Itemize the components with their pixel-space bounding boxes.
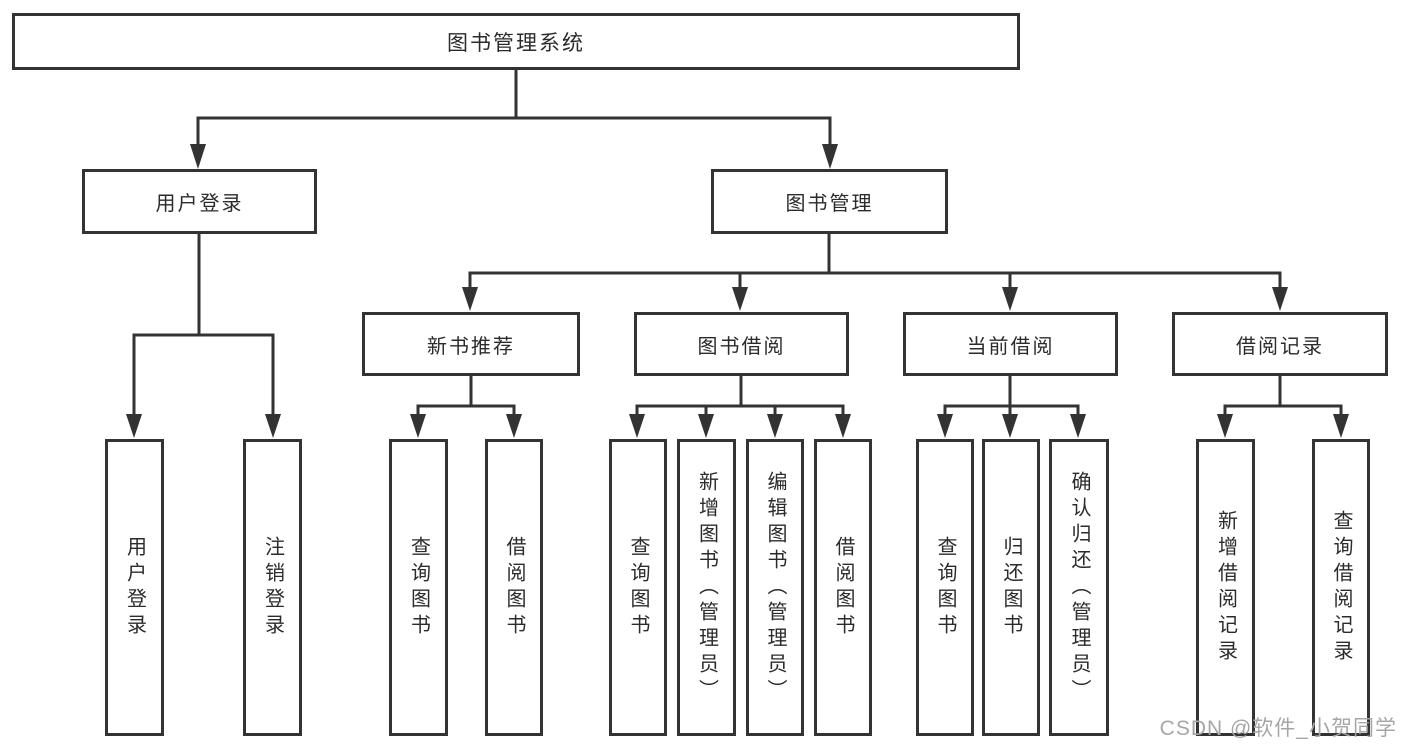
connector-borrowing-records-to-leaves	[1217, 376, 1349, 438]
leaf-query-books-recommend-label: 查询图书	[407, 535, 430, 640]
leaf-confirm-return-admin: 确认归还（管理员）	[1049, 439, 1109, 736]
leaf-add-books-admin-label: 新增图书（管理员）	[695, 470, 718, 705]
leaf-user-login: 用户登录	[105, 439, 164, 736]
node-root: 图书管理系统	[12, 13, 1020, 70]
node-root-label: 图书管理系统	[447, 31, 585, 55]
node-book-management-label: 图书管理	[785, 193, 874, 215]
node-book-management: 图书管理	[711, 169, 948, 234]
node-borrowing-records-label: 借阅记录	[1236, 335, 1324, 358]
leaf-borrow-books-recommend-label: 借阅图书	[503, 535, 525, 640]
node-new-book-recommend-label: 新书推荐	[427, 335, 515, 358]
leaf-query-books-borrow: 查询图书	[609, 439, 667, 736]
node-current-borrowing-label: 当前借阅	[966, 335, 1055, 358]
node-user-login-label: 用户登录	[155, 193, 244, 215]
leaf-add-books-admin: 新增图书（管理员）	[677, 439, 736, 736]
node-book-borrowing-label: 图书借阅	[697, 335, 786, 358]
leaf-logout: 注销登录	[243, 439, 302, 736]
connector-new-book-recommend-to-leaves	[410, 376, 522, 438]
leaf-query-books-borrow-label: 查询图书	[627, 535, 649, 640]
leaf-return-books: 归还图书	[982, 439, 1040, 736]
leaf-add-borrow-record: 新增借阅记录	[1196, 439, 1255, 736]
leaf-return-books-label: 归还图书	[1000, 535, 1022, 640]
leaf-user-login-label: 用户登录	[123, 535, 146, 640]
leaf-add-borrow-record-label: 新增借阅记录	[1214, 509, 1237, 666]
leaf-borrow-books-borrow: 借阅图书	[814, 439, 872, 736]
leaf-borrow-books-borrow-label: 借阅图书	[832, 535, 854, 640]
node-book-borrowing: 图书借阅	[634, 312, 849, 376]
node-user-login: 用户登录	[82, 169, 317, 234]
leaf-query-borrow-record-label: 查询借阅记录	[1330, 509, 1352, 666]
leaf-edit-books-admin-label: 编辑图书（管理员）	[764, 470, 786, 705]
csdn-watermark: CSDN @软件_小贺同学	[1159, 717, 1397, 740]
connector-book-borrowing-to-leaves	[629, 376, 851, 438]
node-borrowing-records: 借阅记录	[1172, 312, 1388, 376]
node-current-borrowing: 当前借阅	[903, 312, 1118, 376]
connector-root-to-level2	[190, 70, 838, 169]
leaf-confirm-return-admin-label: 确认归还（管理员）	[1068, 470, 1090, 705]
leaf-edit-books-admin: 编辑图书（管理员）	[746, 439, 804, 736]
leaf-borrow-books-recommend: 借阅图书	[485, 439, 543, 736]
leaf-logout-label: 注销登录	[261, 535, 284, 640]
connector-user-login-to-leaves	[126, 234, 281, 438]
leaf-query-books-current-label: 查询图书	[934, 535, 956, 640]
leaf-query-books-recommend: 查询图书	[389, 439, 448, 736]
leaf-query-borrow-record: 查询借阅记录	[1312, 439, 1370, 736]
node-new-book-recommend: 新书推荐	[362, 312, 580, 376]
connector-book-management-to-level3	[462, 234, 1288, 311]
leaf-query-books-current: 查询图书	[916, 439, 974, 736]
connector-current-borrowing-to-leaves	[937, 376, 1086, 438]
